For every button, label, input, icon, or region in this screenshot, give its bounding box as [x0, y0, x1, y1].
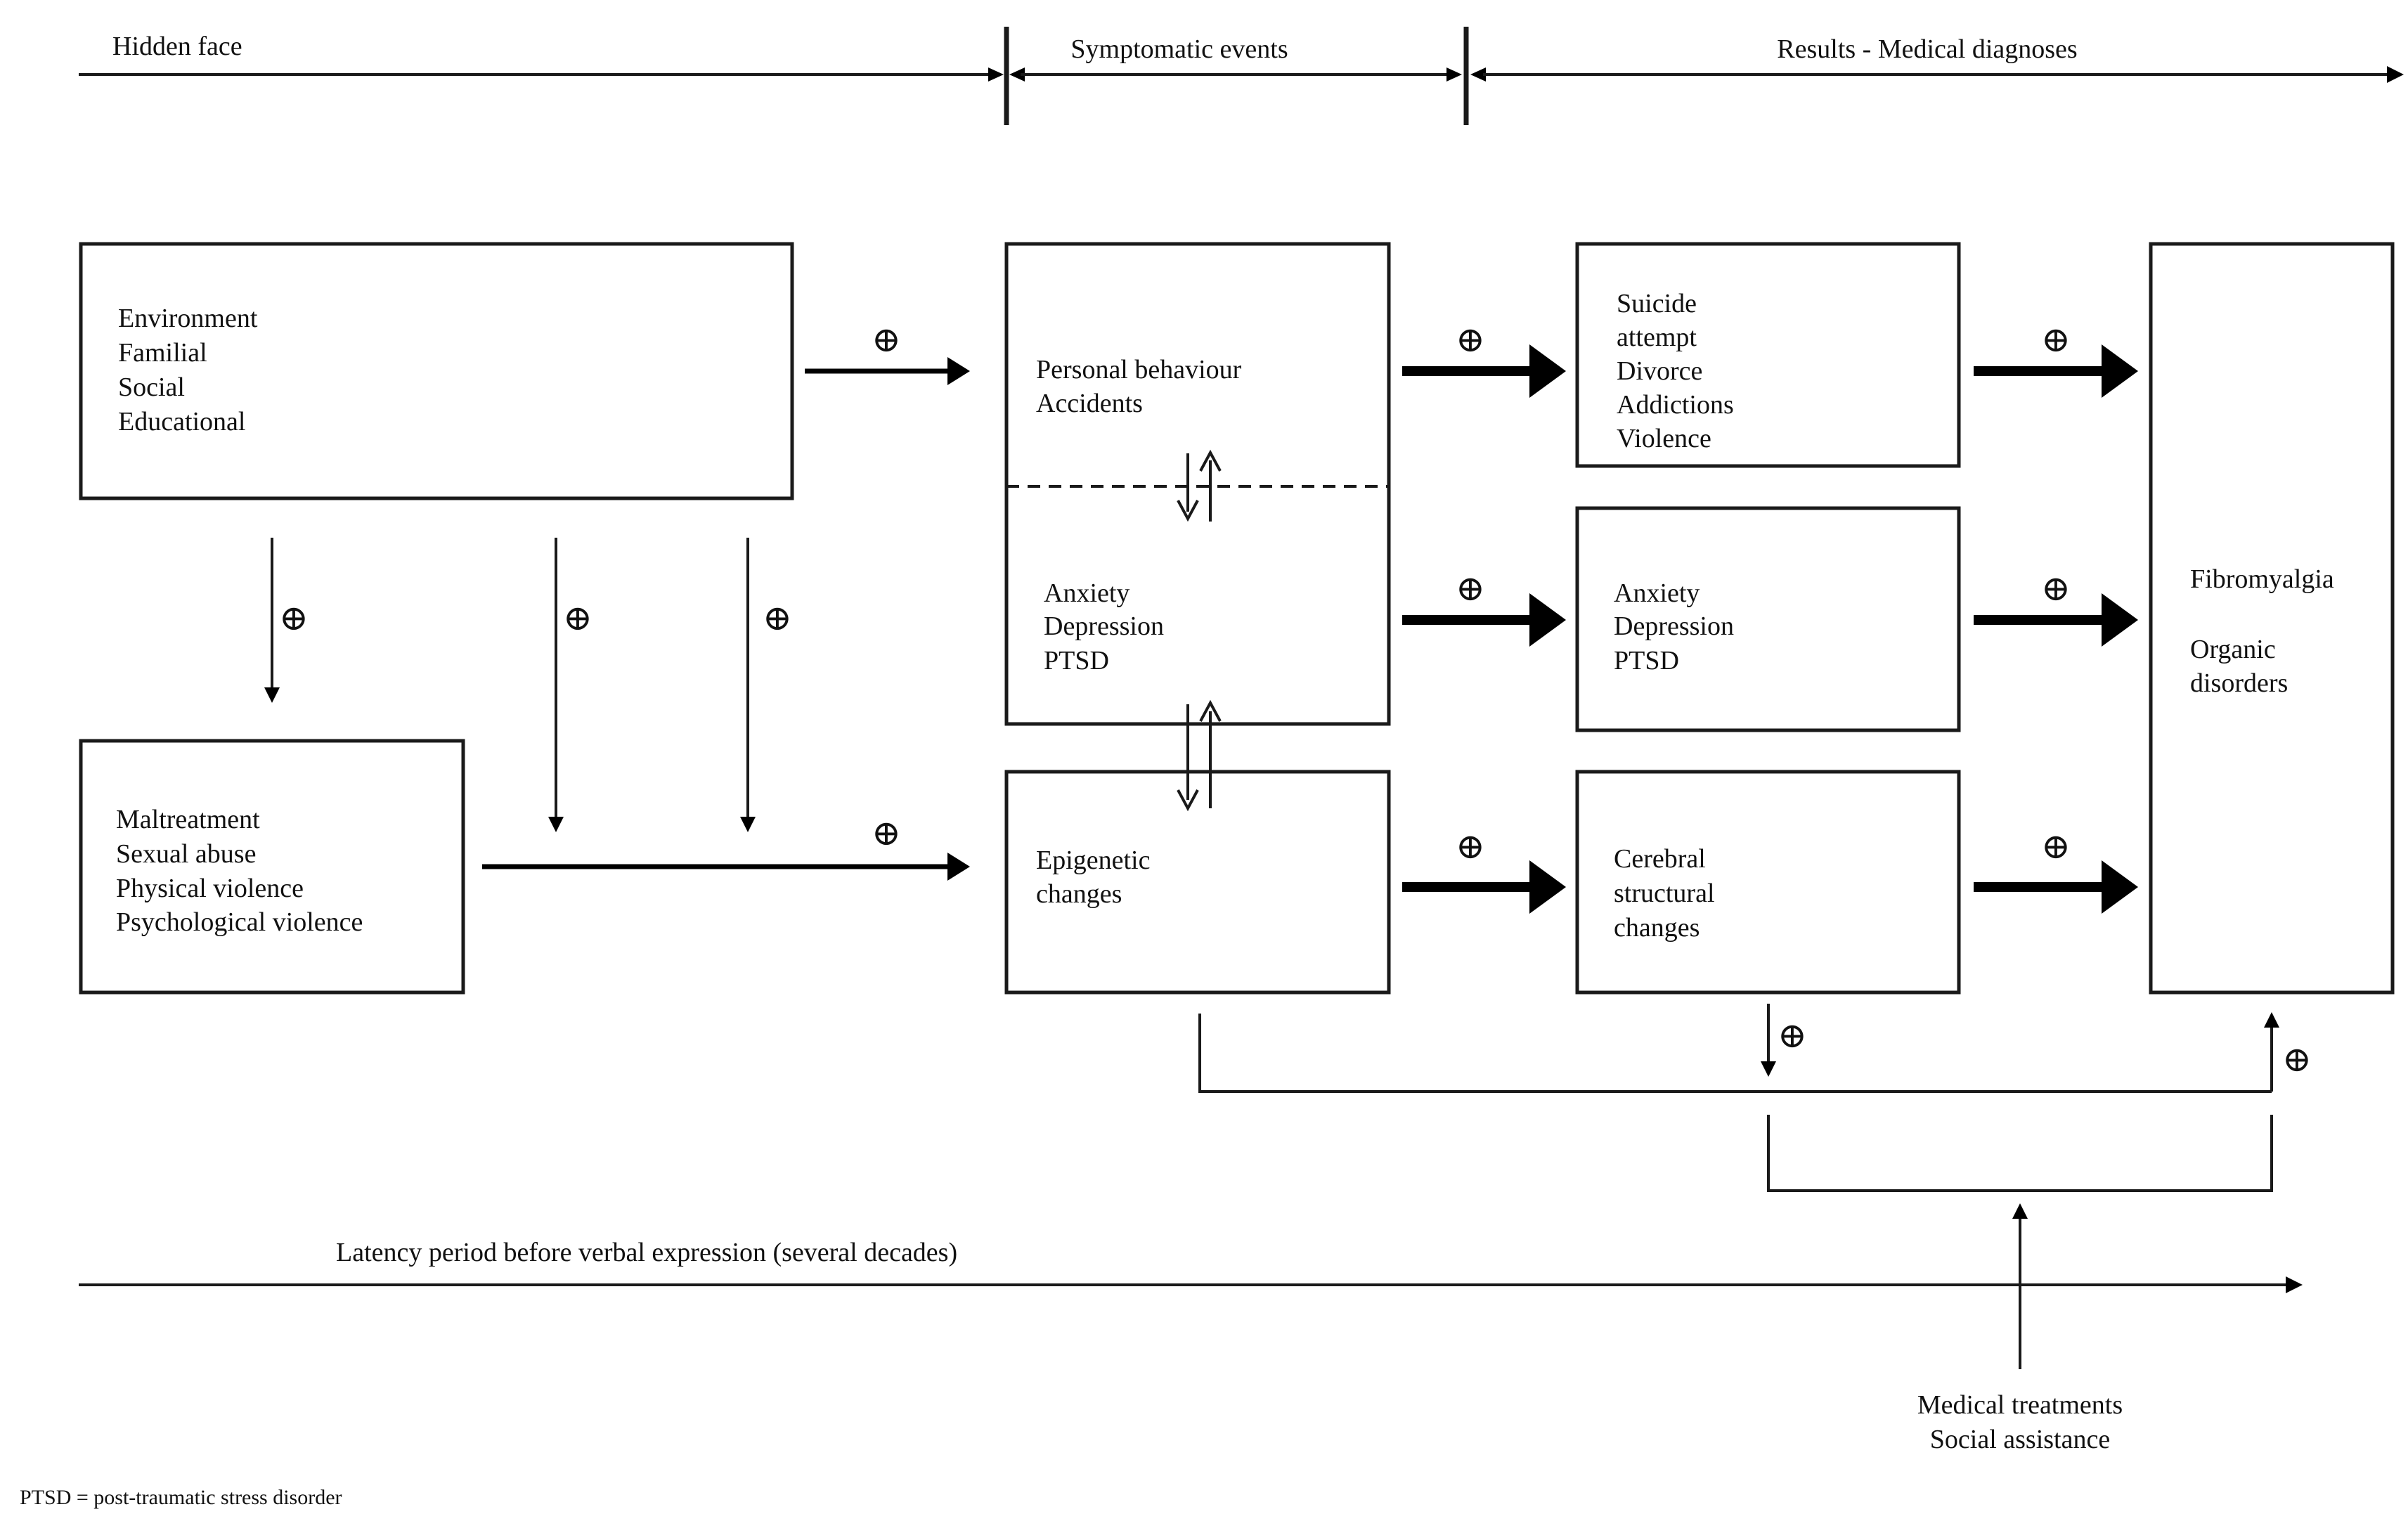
plus-icon: ⊕ — [872, 813, 901, 853]
text-cerebral: Cerebral structural changes — [1614, 844, 1715, 943]
plus-icon: ⊕ — [563, 598, 593, 637]
svg-text:Violence: Violence — [1617, 424, 1711, 453]
svg-text:Anxiety: Anxiety — [1044, 578, 1129, 608]
plus-icon: ⊕ — [1456, 569, 1485, 608]
svg-text:PTSD: PTSD — [1614, 646, 1679, 675]
text-epigenetic: Epigenetic changes — [1036, 846, 1150, 909]
latency-timeline: Latency period before verbal expression … — [79, 1238, 2303, 1293]
svg-text:disorders: disorders — [2190, 668, 2288, 698]
svg-text:Sexual abuse: Sexual abuse — [116, 839, 256, 869]
plus-icon: ⊕ — [1456, 320, 1485, 359]
svg-text:Depression: Depression — [1044, 611, 1164, 641]
text-anxiety-mid: Anxiety Depression PTSD — [1044, 578, 1164, 675]
svg-text:attempt: attempt — [1617, 323, 1697, 352]
label-hidden-face: Hidden face — [112, 32, 242, 61]
arrowhead — [548, 817, 564, 832]
box-fibromyalgia — [2149, 242, 2395, 995]
svg-text:changes: changes — [1036, 879, 1122, 909]
plus-icon: ⊕ — [1456, 827, 1485, 866]
top-timeline: Hidden face Symptomatic events Results -… — [79, 27, 2404, 125]
thick-arrows-column-3 — [1974, 344, 2138, 914]
svg-text:Psychological violence: Psychological violence — [116, 907, 363, 937]
svg-text:structural: structural — [1614, 879, 1715, 908]
svg-text:Accidents: Accidents — [1036, 389, 1143, 418]
plus-icon: ⊕ — [2041, 320, 2071, 359]
svg-text:Environment: Environment — [118, 304, 258, 333]
arrow-maltreatment-to-epigenetic — [482, 853, 970, 881]
footnote: PTSD = post-traumatic stress disorder — [20, 1486, 342, 1509]
timeline-arrowhead — [988, 67, 1004, 82]
svg-text:Physical violence: Physical violence — [116, 874, 304, 903]
svg-text:Maltreatment: Maltreatment — [116, 805, 260, 834]
box-cerebral — [1575, 770, 1961, 995]
plus-symbols: ⊕ ⊕ ⊕ ⊕ ⊕ ⊕ ⊕ ⊕ ⊕ ⊕ ⊕ ⊕ ⊕ — [279, 320, 2312, 1079]
thick-arrows-column-2 — [1402, 344, 1566, 914]
text-anxiety-right: Anxiety Depression PTSD — [1614, 578, 1734, 675]
svg-text:Cerebral: Cerebral — [1614, 844, 1706, 874]
plus-icon: ⊕ — [1778, 1016, 1807, 1055]
svg-text:Depression: Depression — [1614, 611, 1734, 641]
label-latency: Latency period before verbal expression … — [336, 1238, 957, 1267]
svg-text:PTSD: PTSD — [1044, 646, 1109, 675]
svg-text:Social: Social — [118, 373, 185, 402]
plus-icon: ⊕ — [763, 598, 792, 637]
label-symptomatic-events: Symptomatic events — [1070, 34, 1288, 64]
box-environment — [79, 242, 794, 500]
plus-icon: ⊕ — [2041, 827, 2071, 866]
box-epigenetic — [1004, 770, 1391, 995]
plus-icon: ⊕ — [279, 598, 309, 637]
text-environment: Environment Familial Social Educational — [118, 304, 258, 436]
text-fibromyalgia: Fibromyalgia Organic disorders — [2190, 564, 2334, 698]
svg-text:Divorce: Divorce — [1617, 356, 1702, 386]
svg-text:Suicide: Suicide — [1617, 289, 1697, 318]
text-maltreatment: Maltreatment Sexual abuse Physical viole… — [116, 805, 363, 937]
svg-text:changes: changes — [1614, 913, 1700, 943]
svg-text:Organic: Organic — [2190, 635, 2276, 664]
arrowhead — [740, 817, 756, 832]
timeline-arrowhead — [2387, 66, 2404, 83]
bottom-connectors — [1198, 1004, 2279, 1369]
text-suicide: Suicide attempt Divorce Addictions Viole… — [1617, 289, 1734, 453]
timeline-arrowhead — [1009, 67, 1025, 82]
label-results: Results - Medical diagnoses — [1777, 34, 2077, 64]
svg-text:Social assistance: Social assistance — [1930, 1425, 2110, 1454]
bidirectional-arrow-lower — [1177, 699, 1222, 812]
svg-text:Epigenetic: Epigenetic — [1036, 846, 1150, 875]
env-down-arrows — [264, 538, 756, 832]
svg-text:Personal behaviour: Personal behaviour — [1036, 355, 1242, 384]
timeline-arrowhead — [1446, 67, 1462, 82]
box-maltreatment — [79, 739, 465, 995]
arrowhead — [264, 687, 280, 703]
svg-text:Fibromyalgia: Fibromyalgia — [2190, 564, 2334, 594]
plus-icon: ⊕ — [2041, 569, 2071, 608]
label-treatment: Medical treatments Social assistance — [1917, 1390, 2123, 1454]
box-symptoms-upper — [1004, 242, 1391, 726]
box-anxiety-right — [1575, 506, 1961, 732]
bidirectional-arrow-upper — [1177, 449, 1222, 522]
arrow-env-to-personal — [805, 357, 970, 385]
svg-text:Medical treatments: Medical treatments — [1917, 1390, 2123, 1420]
plus-icon: ⊕ — [872, 320, 901, 359]
timeline-arrowhead — [1470, 67, 1486, 82]
svg-text:Educational: Educational — [118, 407, 245, 436]
box-suicide — [1575, 242, 1961, 468]
svg-text:Anxiety: Anxiety — [1614, 578, 1700, 608]
svg-text:Addictions: Addictions — [1617, 390, 1734, 420]
svg-text:Familial: Familial — [118, 338, 207, 368]
plus-icon: ⊕ — [2282, 1040, 2312, 1079]
text-personal-behaviour: Personal behaviour Accidents — [1036, 355, 1242, 418]
